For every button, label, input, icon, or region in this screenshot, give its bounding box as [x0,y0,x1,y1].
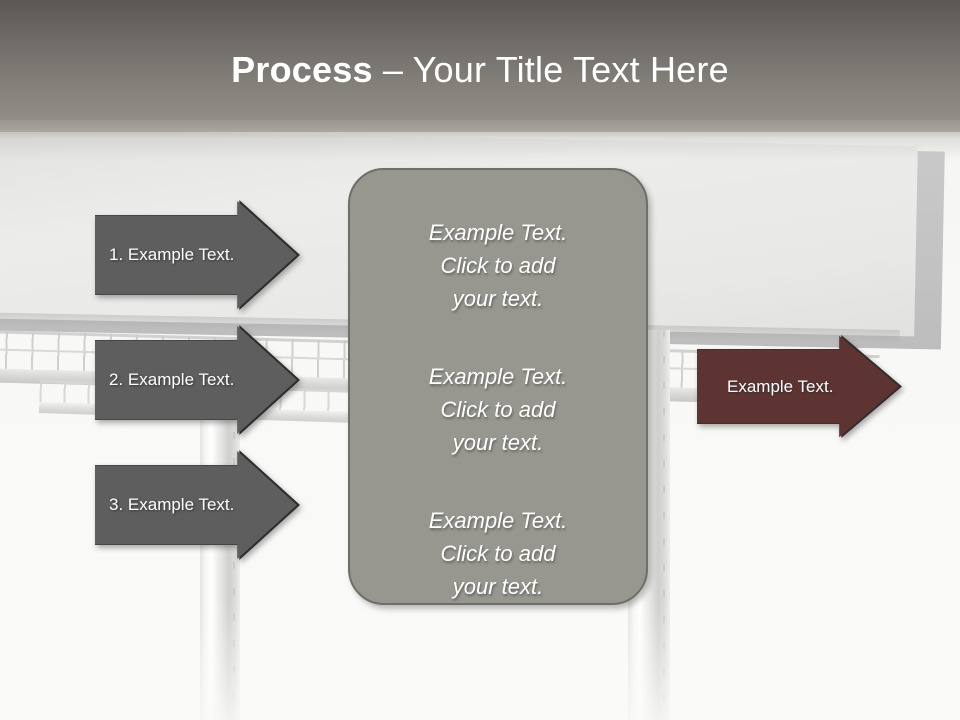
step-arrow-1[interactable]: 1. Example Text. [95,200,300,310]
pole-seams-left [233,380,235,720]
panel-block-2-line-2: Click to add [440,397,556,422]
panel-text-block-2[interactable]: Example Text. Click to add your text. [350,360,646,459]
outcome-arrow[interactable]: Example Text. [697,335,902,438]
step-arrow-1-label: 1. Example Text. [109,245,235,264]
step-arrow-2-label: 2. Example Text. [109,370,235,389]
panel-block-1-line-1: Example Text. [428,220,568,245]
page-title: Process – Your Title Text Here [0,48,960,92]
center-content-panel[interactable]: Example Text. Click to add your text. Ex… [348,168,648,605]
step-arrow-3-label: 3. Example Text. [109,495,235,514]
step-arrow-2[interactable]: 2. Example Text. [95,325,300,435]
panel-block-3-line-2: Click to add [440,541,556,566]
outcome-arrow-label: Example Text. [727,376,834,396]
panel-block-1-line-2: Click to add [440,253,556,278]
page-title-rest: – Your Title Text Here [372,49,729,90]
panel-block-1-line-3: your text. [452,286,544,311]
panel-block-3-line-1: Example Text. [428,508,568,533]
pole-seams-right [663,330,665,720]
panel-block-2-line-3: your text. [452,430,544,455]
title-band-fade [0,120,960,160]
panel-block-3-line-3: your text. [452,574,544,599]
title-band [0,0,960,132]
panel-block-2-line-1: Example Text. [428,364,568,389]
panel-text-block-1[interactable]: Example Text. Click to add your text. [350,216,646,315]
panel-text-block-3[interactable]: Example Text. Click to add your text. [350,504,646,603]
page-title-strong: Process [231,49,373,90]
step-arrow-3[interactable]: 3. Example Text. [95,450,300,560]
